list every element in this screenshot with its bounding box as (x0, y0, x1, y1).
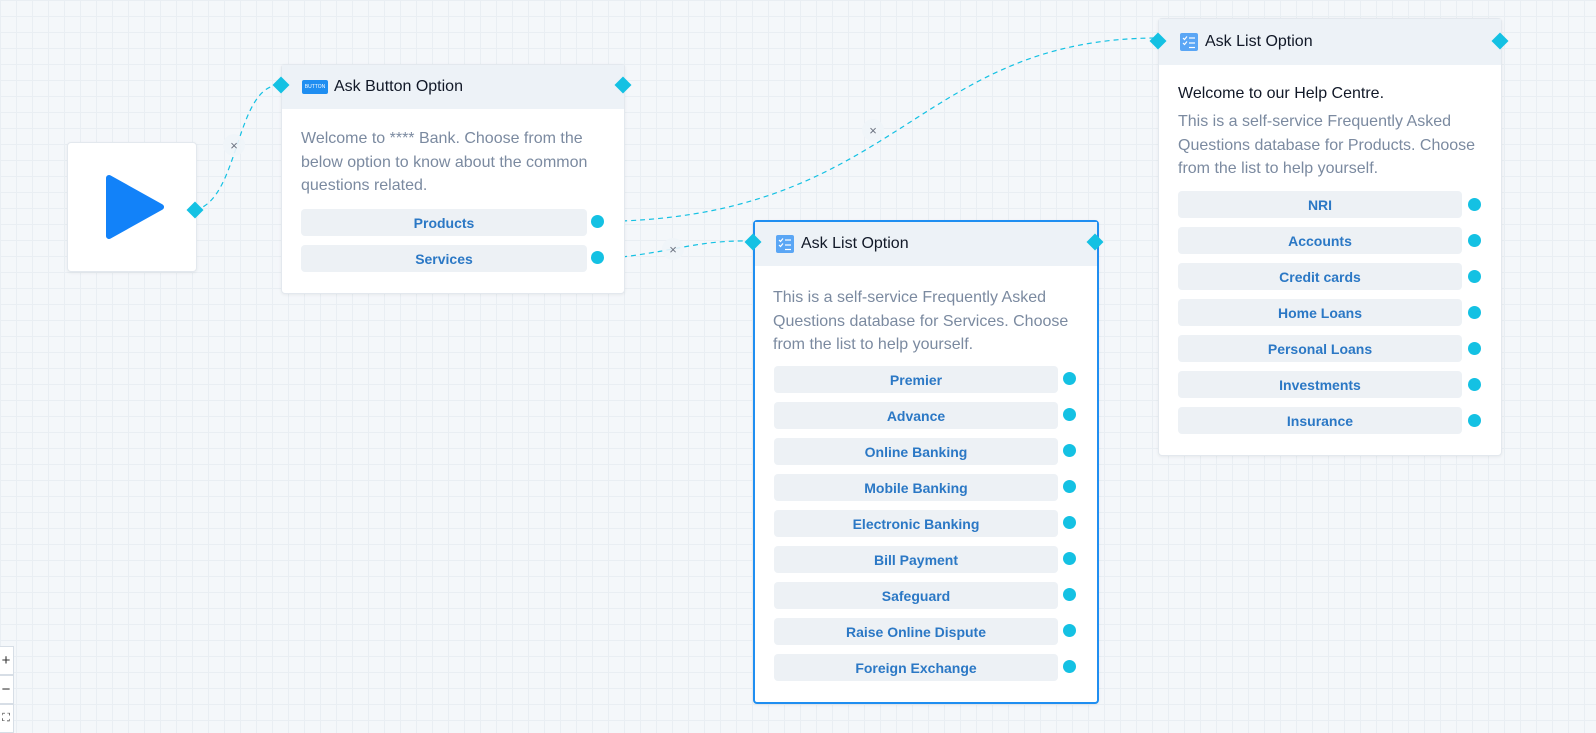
checklist-icon (776, 235, 794, 253)
close-icon: × (230, 137, 238, 153)
option-products-handle[interactable] (591, 215, 604, 228)
option-mobile-banking-handle[interactable] (1063, 480, 1076, 493)
node-message: This is a self-service Frequently Asked … (1178, 113, 1476, 177)
fit-view-icon: ⛶ (2, 712, 10, 724)
option-advance-handle[interactable] (1063, 408, 1076, 421)
node-header: BUTTON Ask Button Option (282, 65, 624, 109)
close-icon: × (669, 241, 677, 257)
option-raise-online-dispute[interactable]: Raise Online Dispute (774, 618, 1058, 645)
minus-icon: − (1, 681, 11, 698)
edge-products-to-products-node[interactable] (621, 37, 1159, 222)
option-home-loans[interactable]: Home Loans (1178, 299, 1462, 326)
option-online-banking-handle[interactable] (1063, 444, 1076, 457)
option-premier[interactable]: Premier (774, 366, 1058, 393)
option-nri[interactable]: NRI (1178, 191, 1462, 218)
ask-list-option-node-services[interactable]: Ask List Option This is a self-service F… (753, 220, 1099, 704)
option-personal-loans-handle[interactable] (1468, 342, 1481, 355)
option-premier-handle[interactable] (1063, 372, 1076, 385)
option-raise-online-dispute-handle[interactable] (1063, 624, 1076, 637)
node-title: Ask List Option (801, 235, 909, 252)
option-services[interactable]: Services (301, 245, 587, 272)
option-foreign-exchange-handle[interactable] (1063, 660, 1076, 673)
option-electronic-banking[interactable]: Electronic Banking (774, 510, 1058, 537)
option-accounts[interactable]: Accounts (1178, 227, 1462, 254)
delete-edge-services[interactable]: × (662, 238, 684, 260)
option-mobile-banking[interactable]: Mobile Banking (774, 474, 1058, 501)
node-title: Ask List Option (1205, 33, 1313, 50)
option-online-banking[interactable]: Online Banking (774, 438, 1058, 465)
ask-list-option-node-products[interactable]: Ask List Option Welcome to our Help Cent… (1158, 18, 1502, 456)
node-heading: Welcome to our Help Centre. (1178, 85, 1385, 102)
option-safeguard[interactable]: Safeguard (774, 582, 1058, 609)
ask-button-option-node[interactable]: BUTTON Ask Button Option Welcome to ****… (281, 64, 625, 294)
option-services-handle[interactable] (591, 251, 604, 264)
button-badge-icon: BUTTON (302, 80, 328, 94)
option-insurance[interactable]: Insurance (1178, 407, 1462, 434)
option-insurance-handle[interactable] (1468, 414, 1481, 427)
option-home-loans-handle[interactable] (1468, 306, 1481, 319)
option-foreign-exchange[interactable]: Foreign Exchange (774, 654, 1058, 681)
option-credit-cards-handle[interactable] (1468, 270, 1481, 283)
option-bill-payment-handle[interactable] (1063, 552, 1076, 565)
node-header: Ask List Option (755, 222, 1097, 266)
zoom-out-button[interactable]: − (0, 675, 14, 704)
option-advance[interactable]: Advance (774, 402, 1058, 429)
checklist-icon (1180, 33, 1198, 51)
edge-services-to-services-node[interactable] (621, 240, 753, 258)
play-icon (106, 175, 164, 239)
option-safeguard-handle[interactable] (1063, 588, 1076, 601)
node-title: Ask Button Option (334, 78, 463, 95)
start-node[interactable] (67, 142, 197, 272)
option-electronic-banking-handle[interactable] (1063, 516, 1076, 529)
plus-icon: + (1, 652, 11, 669)
option-investments-handle[interactable] (1468, 378, 1481, 391)
option-investments[interactable]: Investments (1178, 371, 1462, 398)
option-nri-handle[interactable] (1468, 198, 1481, 211)
close-icon: × (869, 122, 877, 138)
node-message: This is a self-service Frequently Asked … (773, 289, 1069, 353)
option-accounts-handle[interactable] (1468, 234, 1481, 247)
option-credit-cards[interactable]: Credit cards (1178, 263, 1462, 290)
zoom-in-button[interactable]: + (0, 646, 14, 675)
option-products[interactable]: Products (301, 209, 587, 236)
option-personal-loans[interactable]: Personal Loans (1178, 335, 1462, 362)
delete-edge-start-button[interactable]: × (223, 134, 245, 156)
node-header: Ask List Option (1159, 19, 1501, 65)
delete-edge-products[interactable]: × (862, 119, 884, 141)
option-bill-payment[interactable]: Bill Payment (774, 546, 1058, 573)
node-message: Welcome to **** Bank. Choose from the be… (301, 130, 588, 194)
